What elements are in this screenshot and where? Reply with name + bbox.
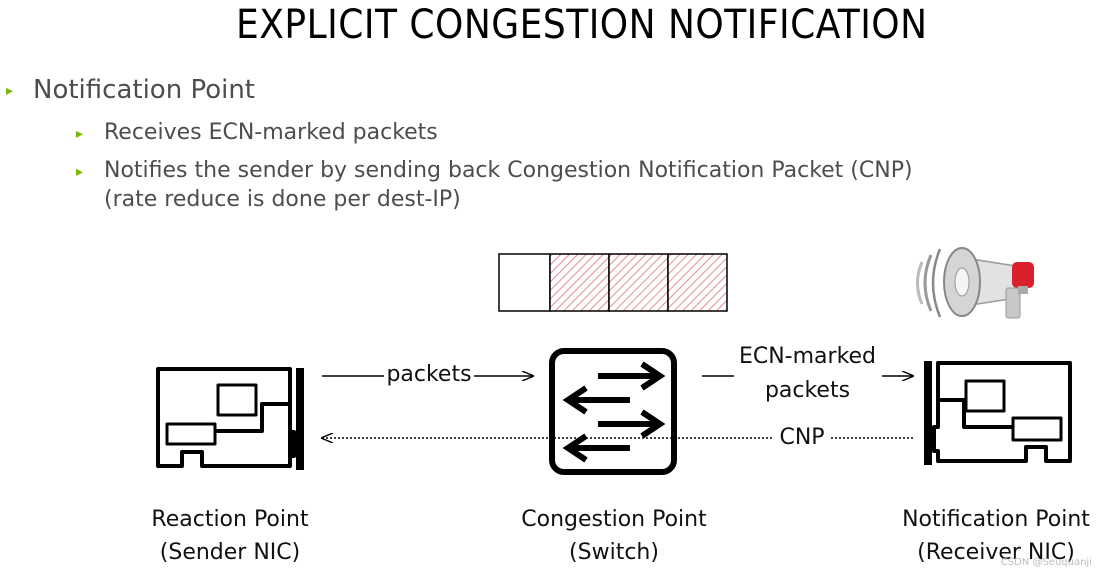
sender-nic-icon <box>156 367 304 470</box>
notification-point-label: Notification Point <box>902 507 1090 532</box>
switch-icon <box>549 348 677 475</box>
bullet-marker: ▸ <box>76 164 84 180</box>
queue-slot-marked <box>549 253 610 312</box>
queue-slot-marked <box>667 253 728 312</box>
congestion-point-label: Congestion Point <box>521 507 707 532</box>
queue-slot-empty <box>498 253 551 312</box>
bullet-sub-2: Notifies the sender by sending back Cong… <box>104 158 913 183</box>
ecn-label-line1: ECN-marked <box>738 344 877 369</box>
bullet-main: Notification Point <box>33 75 256 105</box>
reaction-point-sublabel: (Sender NIC) <box>159 540 301 565</box>
congestion-point-sublabel: (Switch) <box>569 540 659 565</box>
queue-buffer <box>498 253 728 312</box>
receiver-nic-icon <box>924 361 1072 465</box>
bullet-marker: ▸ <box>76 126 84 142</box>
queue-slot-marked <box>608 253 669 312</box>
cnp-label: CNP <box>774 425 830 450</box>
reaction-point-label: Reaction Point <box>151 507 309 532</box>
slide-title: EXPLICIT CONGESTION NOTIFICATION <box>236 2 928 48</box>
ecn-label-line2: packets <box>764 378 851 403</box>
bullet-marker: ▸ <box>6 83 14 99</box>
notification-point-sublabel: (Receiver NIC) <box>917 540 1075 565</box>
bullet-sub-1: Receives ECN-marked packets <box>104 120 438 145</box>
megaphone-icon <box>916 247 1034 319</box>
watermark: CSDN @Seuquanji <box>1000 557 1092 568</box>
packets-label: packets <box>386 362 472 387</box>
bullet-sub-2-cont: (rate reduce is done per dest-IP) <box>104 187 461 212</box>
